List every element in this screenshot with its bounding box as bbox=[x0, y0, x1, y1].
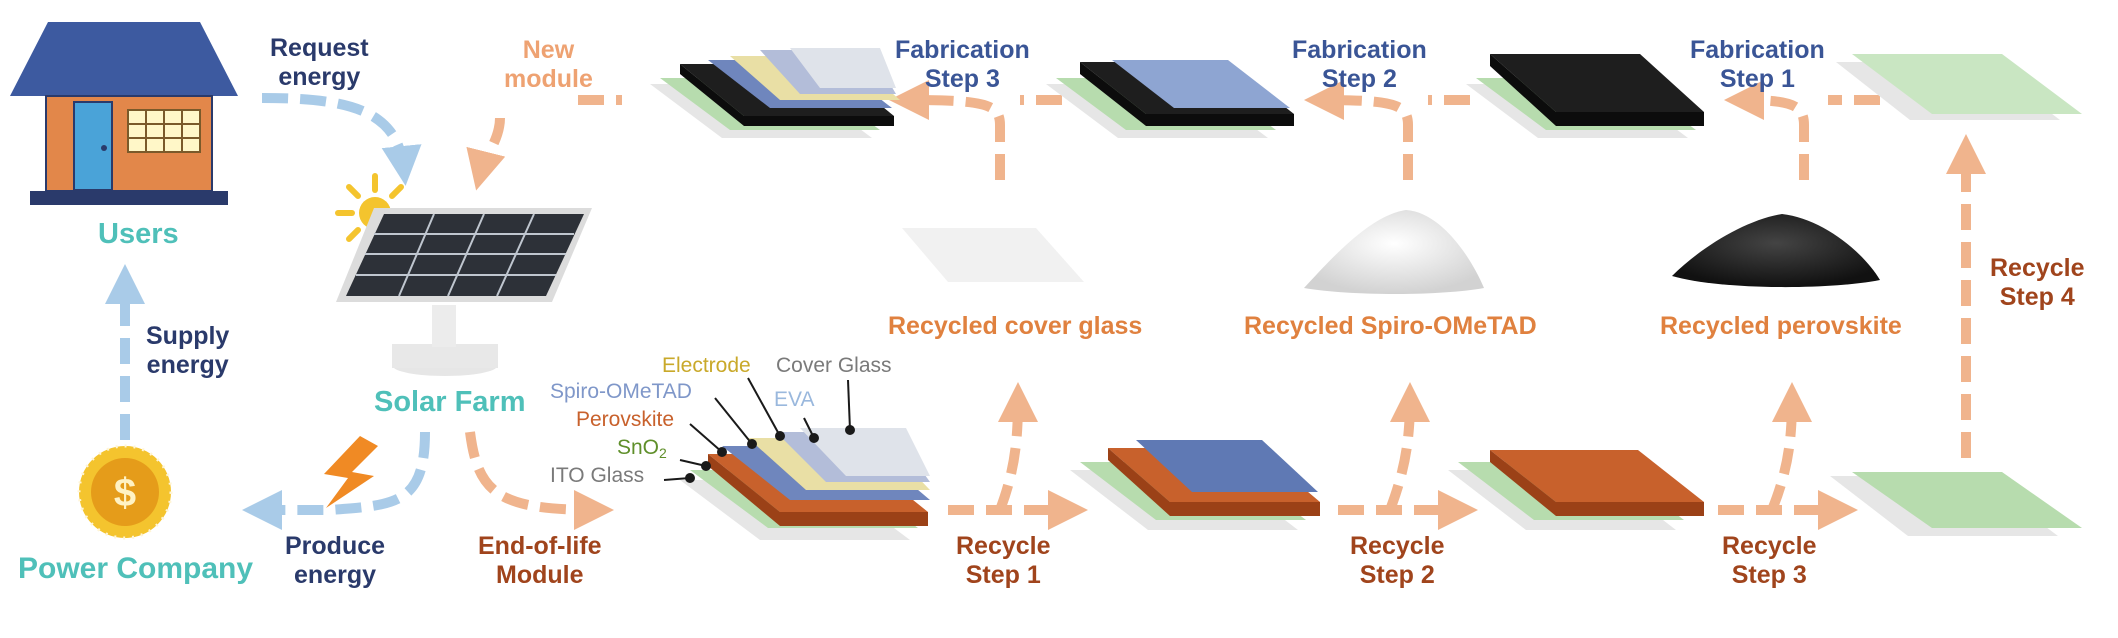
module-end-of-life bbox=[680, 428, 930, 540]
end-of-life-line-1: End-of-life bbox=[478, 532, 602, 560]
layer-label-eva: EVA bbox=[774, 388, 815, 411]
recycle-step-2-line-1: Recycle bbox=[1350, 532, 1445, 560]
fabrication-step-2-line-2: Step 2 bbox=[1321, 64, 1397, 93]
recycled-spiro-powder bbox=[1304, 210, 1484, 294]
new-module-line-2: module bbox=[504, 64, 593, 93]
recycle-step-1-branch bbox=[995, 382, 1038, 512]
layer-label-ito: ITO Glass bbox=[550, 464, 645, 487]
fabrication-step-3-line-1: Fabrication bbox=[895, 36, 1030, 64]
layer-label-electrode: Electrode bbox=[662, 354, 751, 377]
energy-arrows bbox=[105, 93, 430, 530]
recycle-step-2-branch bbox=[1385, 382, 1430, 512]
fabrication-step-3-label: Fabrication Step 3 bbox=[895, 36, 1030, 94]
request-energy-arrow bbox=[261, 93, 422, 186]
fabrication-step-2-arrow bbox=[1304, 80, 1413, 180]
end-of-life-label: End-of-life Module bbox=[478, 532, 602, 590]
fabrication-step-3-line-2: Step 3 bbox=[924, 64, 1000, 93]
lightning-bolt-icon bbox=[324, 436, 378, 508]
recycle-step-2-label: Recycle Step 2 bbox=[1350, 532, 1445, 590]
module-fabricated-step-2 bbox=[1046, 60, 1294, 138]
produce-energy-label: Produce energy bbox=[285, 532, 385, 590]
recycle-step-1-line-2: Step 1 bbox=[965, 560, 1041, 589]
module-after-recycle-step-1 bbox=[1070, 440, 1320, 530]
substrate-clean bbox=[1836, 54, 2082, 120]
recycled-cover-glass bbox=[902, 228, 1084, 282]
request-energy-label: Request energy bbox=[270, 34, 369, 92]
recycle-step-2-line-2: Step 2 bbox=[1359, 560, 1435, 589]
recycle-step-3-branch bbox=[1767, 382, 1812, 512]
end-of-life-arrow bbox=[465, 431, 614, 530]
solar-farm-label: Solar Farm bbox=[374, 386, 526, 418]
supply-energy-line-1: Supply bbox=[146, 322, 230, 350]
module-fabricated-step-1 bbox=[1466, 54, 1704, 138]
layer-label-perovskite: Perovskite bbox=[576, 408, 675, 431]
house-icon bbox=[10, 22, 238, 205]
module-fabricated-step-3 bbox=[650, 48, 900, 138]
svg-text:$: $ bbox=[114, 471, 136, 515]
sno2-text: SnO bbox=[617, 436, 660, 459]
dollar-coin-icon: $ bbox=[77, 444, 173, 540]
recycle-step-4-line-1: Recycle bbox=[1990, 254, 2085, 282]
recycle-step-3-line-1: Recycle bbox=[1722, 532, 1817, 560]
produce-energy-arrow bbox=[242, 431, 430, 530]
fabrication-step-2-line-1: Fabrication bbox=[1292, 36, 1427, 64]
supply-energy-label: Supply energy bbox=[146, 322, 229, 380]
recycled-cover-glass-label: Recycled cover glass bbox=[888, 312, 1143, 340]
module-after-recycle-step-2 bbox=[1448, 450, 1704, 530]
solar-panel-icon bbox=[336, 208, 592, 376]
recycle-step-3-line-2: Step 3 bbox=[1731, 560, 1807, 589]
fabrication-step-1-arrow bbox=[1724, 80, 1809, 180]
new-module-line-1: New bbox=[522, 36, 575, 64]
recycled-perovskite-label: Recycled perovskite bbox=[1660, 312, 1902, 340]
module-after-recycle-step-3 bbox=[1830, 472, 2082, 536]
request-energy-line-2: energy bbox=[278, 62, 361, 91]
layer-label-sno2: SnO2 bbox=[617, 436, 667, 461]
supply-energy-line-2: energy bbox=[146, 350, 229, 379]
fabrication-step-1-label: Fabrication Step 1 bbox=[1690, 36, 1825, 94]
produce-energy-line-2: energy bbox=[294, 560, 376, 589]
sno2-subscript: 2 bbox=[659, 445, 667, 461]
fabrication-step-3-arrow bbox=[889, 80, 1005, 180]
recycled-spiro-label: Recycled Spiro-OMeTAD bbox=[1244, 312, 1537, 340]
recycle-step-4-line-2: Step 4 bbox=[1999, 282, 2075, 311]
layer-leader-lines bbox=[663, 377, 855, 483]
request-energy-line-1: Request bbox=[270, 34, 369, 62]
recycle-step-1-label: Recycle Step 1 bbox=[956, 532, 1051, 590]
produce-energy-line-1: Produce bbox=[285, 532, 386, 560]
end-of-life-line-2: Module bbox=[496, 560, 584, 589]
process-arrows bbox=[465, 80, 1986, 530]
fabrication-step-1-line-2: Step 1 bbox=[1719, 64, 1795, 93]
layer-label-cover-glass: Cover Glass bbox=[776, 354, 892, 377]
recycle-step-1-line-1: Recycle bbox=[956, 532, 1051, 560]
fabrication-step-2-label: Fabrication Step 2 bbox=[1292, 36, 1427, 94]
new-module-arrow bbox=[466, 117, 506, 191]
users-label: Users bbox=[98, 218, 179, 250]
new-module-label: New module bbox=[504, 36, 593, 94]
layer-label-spiro: Spiro-OMeTAD bbox=[550, 380, 692, 403]
recycled-perovskite-powder bbox=[1672, 214, 1880, 288]
recycle-step-4-label: Recycle Step 4 bbox=[1990, 254, 2085, 312]
recycle-step-3-label: Recycle Step 3 bbox=[1722, 532, 1817, 590]
fabrication-step-1-line-1: Fabrication bbox=[1690, 36, 1825, 64]
power-company-label: Power Company bbox=[18, 552, 254, 585]
